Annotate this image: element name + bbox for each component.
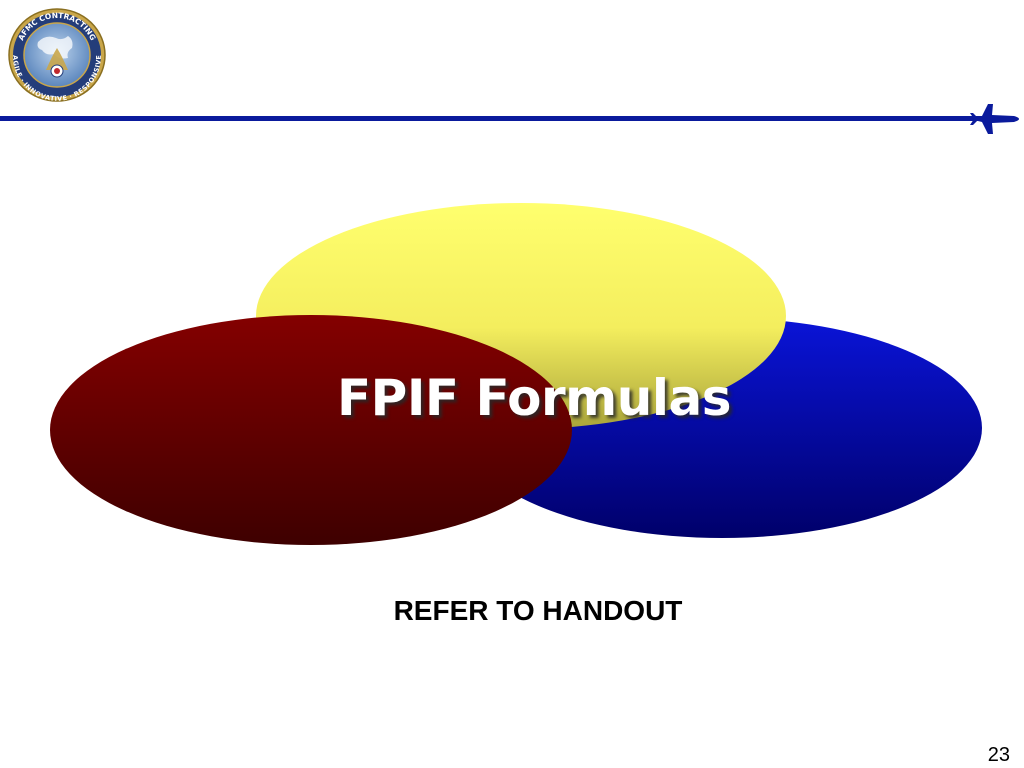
header-rule: [0, 116, 985, 121]
slide-title: FPIF Formulas: [337, 369, 731, 427]
jet-aircraft-icon: [970, 104, 1019, 134]
afmc-contracting-seal-icon: AFMC CONTRACTING AGILE · INNOVATIVE · RE…: [8, 8, 106, 102]
red-ellipse: [50, 315, 572, 545]
page-number: 23: [987, 744, 1010, 766]
slide-subtitle: REFER TO HANDOUT: [393, 595, 683, 626]
